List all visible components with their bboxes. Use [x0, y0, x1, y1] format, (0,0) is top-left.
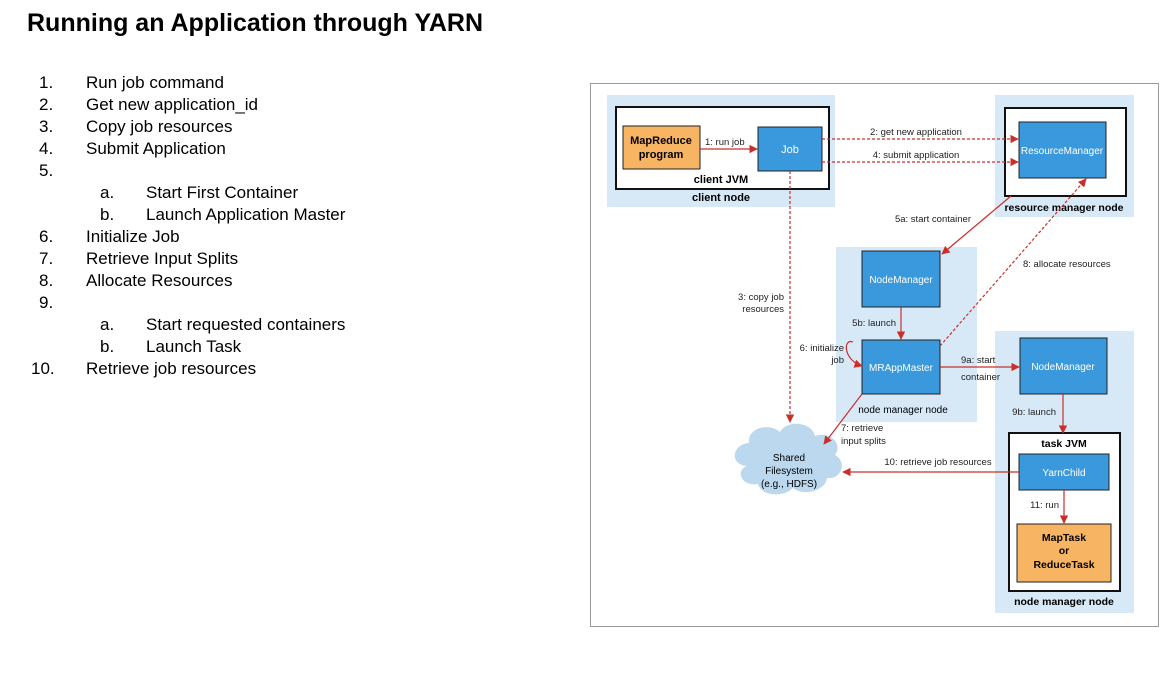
step-number: 8.: [39, 271, 54, 290]
map-task-line2: or: [1059, 545, 1070, 557]
substep-text: Launch Task: [146, 337, 242, 356]
step-number: 5.: [39, 161, 54, 180]
shared-filesystem-cloud: Shared Filesystem (e.g., HDFS): [734, 423, 842, 495]
substep-letter: a.: [100, 315, 115, 334]
step-text: Run job command: [86, 73, 224, 92]
map-task-line3: ReduceTask: [1033, 559, 1094, 571]
label-get-new-application: 2: get new application: [870, 127, 962, 138]
resource-manager-node-label: resource manager node: [1004, 202, 1123, 214]
label-submit-application: 4: submit application: [873, 150, 960, 161]
label-copy-job-resources-1: 3: copy job: [738, 292, 784, 303]
yarn-diagram-figure: client node client JVM MapReduce program…: [590, 83, 1159, 627]
substep-text: Launch Application Master: [146, 205, 346, 224]
label-run-job: 1: run job: [705, 137, 745, 148]
step-number: 1.: [39, 73, 54, 92]
label-allocate-resources: 8: allocate resources: [1023, 259, 1111, 270]
task-jvm-label: task JVM: [1041, 438, 1087, 450]
node-manager-node-1: NodeManager MRAppMaster node manager nod…: [836, 247, 977, 422]
label-start-container-5a: 5a: start container: [895, 214, 971, 225]
step-text: Submit Application: [86, 139, 226, 158]
label-retrieve-input-splits-1: 7: retrieve: [841, 423, 883, 434]
node-manager-node-1-label: node manager node: [858, 405, 948, 416]
mapreduce-program-line2: program: [639, 149, 684, 161]
label-run-11: 11: run: [1030, 500, 1059, 511]
client-node: client node client JVM MapReduce program…: [607, 95, 835, 207]
label-launch-9b: 9b: launch: [1012, 407, 1056, 418]
step-text: Allocate Resources: [86, 271, 233, 290]
step-number: 7.: [39, 249, 54, 268]
node-manager-1-label: NodeManager: [869, 275, 933, 286]
label-launch-5b: 5b: launch: [852, 318, 896, 329]
client-node-label: client node: [692, 192, 750, 204]
label-retrieve-input-splits-2: input splits: [841, 436, 886, 447]
resource-manager-label: ResourceManager: [1021, 146, 1104, 157]
arrow-allocate-resources: [939, 178, 1087, 347]
shared-fs-line2: Filesystem: [765, 466, 813, 477]
step-text: Get new application_id: [86, 95, 259, 114]
yarn-diagram: client node client JVM MapReduce program…: [607, 95, 1134, 613]
label-start-container-9a-1: 9a: start: [961, 355, 996, 366]
arrow-start-container-5a: [941, 195, 1012, 255]
mapreduce-program-line1: MapReduce: [630, 135, 692, 147]
substep-letter: b.: [100, 205, 115, 224]
step-number: 4.: [39, 139, 54, 158]
shared-fs-line3: (e.g., HDFS): [761, 479, 817, 490]
mr-app-master-label: MRAppMaster: [869, 363, 934, 374]
yarn-child-label: YarnChild: [1042, 468, 1085, 479]
arrow-initialize-job: [845, 341, 863, 368]
node-manager-2-label: NodeManager: [1031, 362, 1095, 373]
job-box-label: Job: [781, 144, 799, 156]
step-text: Retrieve job resources: [86, 359, 257, 378]
map-task-line1: MapTask: [1042, 532, 1086, 544]
node-manager-node-2-label: node manager node: [1014, 596, 1114, 608]
step-number: 10.: [31, 359, 55, 378]
step-text: Initialize Job: [86, 227, 180, 246]
resource-manager-node: ResourceManager resource manager node: [995, 95, 1134, 217]
substep-letter: a.: [100, 183, 115, 202]
client-jvm-label: client JVM: [694, 174, 748, 186]
step-number: 6.: [39, 227, 54, 246]
arrow-retrieve-input-splits: [823, 393, 863, 445]
shared-fs-line1: Shared: [773, 453, 805, 464]
step-number: 3.: [39, 117, 54, 136]
label-copy-job-resources-2: resources: [742, 304, 784, 315]
slide-title: Running an Application through YARN: [27, 9, 483, 37]
label-initialize-job-2: job: [830, 355, 844, 366]
substep-text: Start requested containers: [146, 315, 346, 334]
step-number: 9.: [39, 293, 54, 312]
substep-letter: b.: [100, 337, 115, 356]
step-text: Retrieve Input Splits: [86, 249, 239, 268]
label-initialize-job-1: 6: initialize: [800, 343, 844, 354]
label-start-container-9a-2: container: [961, 372, 1000, 383]
step-text: Copy job resources: [86, 117, 233, 136]
step-number: 2.: [39, 95, 54, 114]
label-retrieve-job-resources: 10: retrieve job resources: [884, 457, 991, 468]
substep-text: Start First Container: [146, 183, 299, 202]
